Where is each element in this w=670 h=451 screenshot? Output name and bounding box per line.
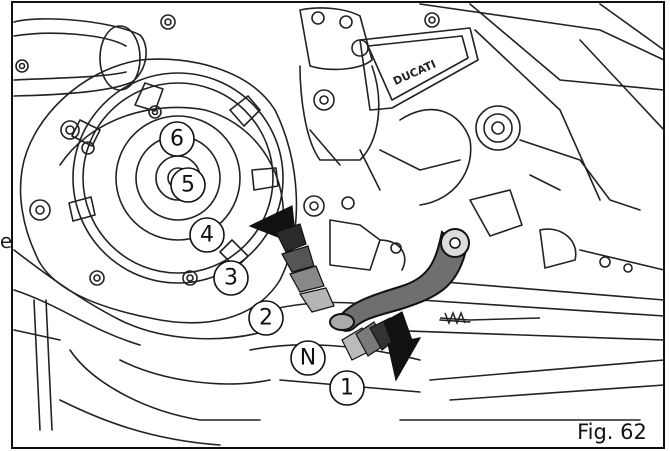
shift-lever xyxy=(329,228,470,332)
svg-text:5: 5 xyxy=(181,173,195,198)
figure-caption: Fig. 62 xyxy=(577,420,647,444)
gear-labels: 1 N 2 3 4 5 6 xyxy=(159,121,365,406)
svg-text:2: 2 xyxy=(259,306,273,331)
shift-rod xyxy=(439,310,541,326)
gear-label-6: 6 xyxy=(159,121,195,157)
gear-label-1: 1 xyxy=(329,370,365,406)
svg-text:1: 1 xyxy=(340,376,354,401)
gear-label-3: 3 xyxy=(213,260,249,296)
svg-text:3: 3 xyxy=(224,266,238,291)
gear-label-neutral: N xyxy=(290,340,326,376)
gear-label-4: 4 xyxy=(189,217,225,253)
gear-label-5: 5 xyxy=(170,167,206,203)
upshift-arrow xyxy=(248,205,335,313)
svg-text:N: N xyxy=(300,346,316,371)
downshift-arrow xyxy=(341,311,422,382)
gear-label-2: 2 xyxy=(248,300,284,336)
svg-text:4: 4 xyxy=(200,223,214,248)
svg-text:6: 6 xyxy=(170,127,184,152)
engine-drawing xyxy=(13,3,665,446)
edge-letter: e xyxy=(0,229,12,253)
